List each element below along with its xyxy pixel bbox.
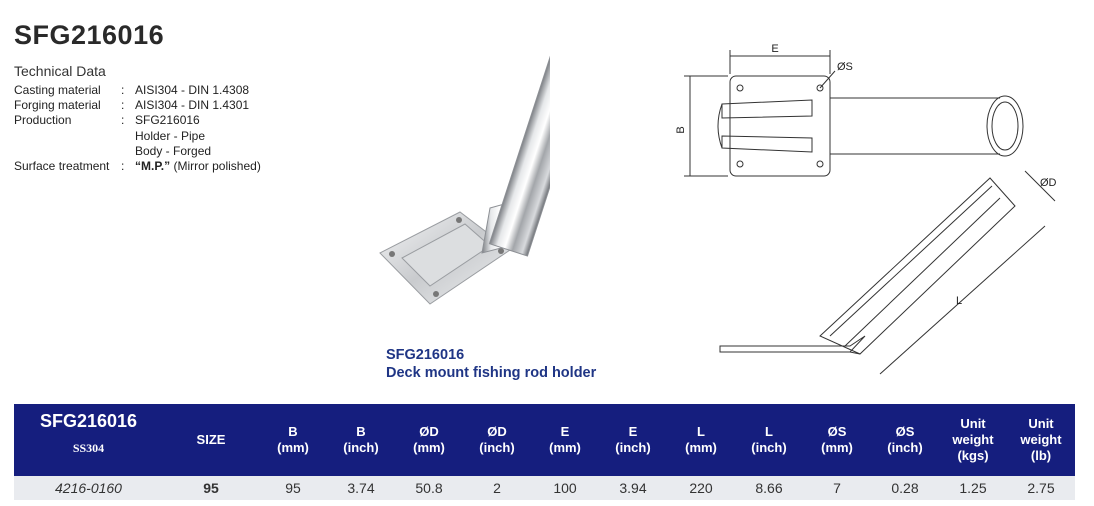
header-e-mm: E(mm) [531,404,599,476]
spec-value: Body - Forged [135,143,212,158]
cell-s-mm: 7 [803,476,871,500]
dim-label-b: B [675,126,687,133]
spec-row-surface: Surface treatment : “M.P.” (Mirror polis… [14,159,261,174]
cell-l-mm: 220 [667,476,735,500]
spec-row-forging: Forging material : AISI304 - DIN 1.4301 [14,98,250,113]
product-title: SFG216016 [14,20,165,50]
spec-value: SFG216016 [135,113,200,128]
dim-label-l: L [956,295,962,307]
spec-table: SFG216016 SS304 SIZE B(mm) B(inch) ØD(mm… [14,404,1075,500]
cell-e-inch: 3.94 [599,476,667,500]
caption-code: SFG216016 [386,347,465,363]
spec-label: Forging material [14,98,101,113]
spec-row-production: Production : SFG216016 Holder - Pipe Bod… [14,113,212,158]
cell-weight-kgs: 1.25 [939,476,1007,500]
cell-article-code: 4216-0160 [14,476,163,500]
cell-b-mm: 95 [259,476,327,500]
spec-label: Production [14,113,72,128]
spec-value: Holder - Pipe [135,128,206,143]
dim-label-s: ØS [837,61,853,73]
header-size: SIZE [163,404,259,476]
header-l-mm: L(mm) [667,404,735,476]
dim-label-d: ØD [1040,177,1057,189]
technical-data-heading: Technical Data [14,63,106,79]
spec-row-casting: Casting material : AISI304 - DIN 1.4308 [14,83,250,97]
cell-l-inch: 8.66 [735,476,803,500]
spec-label: Casting material [14,83,101,97]
header-s-inch: ØS(inch) [871,404,939,476]
caption-description: Deck mount fishing rod holder [386,365,597,381]
dim-label-e: E [771,43,778,55]
cell-weight-lb: 2.75 [1007,476,1075,500]
cell-size: 95 [163,476,259,500]
spec-value-bold: “M.P.” [135,159,171,174]
header-l-inch: L(inch) [735,404,803,476]
cell-d-inch: 2 [463,476,531,500]
header-b-inch: B(inch) [327,404,395,476]
header-s-mm: ØS(mm) [803,404,871,476]
header-b-mm: B(mm) [259,404,327,476]
technical-drawing: E ØS B ØD L [675,43,1057,375]
spec-value: AISI304 - DIN 1.4301 [135,98,250,113]
spec-list: Casting material : AISI304 - DIN 1.4308 … [14,83,261,174]
header-model: SFG216016 SS304 [14,404,163,476]
product-caption: SFG216016 Deck mount fishing rod holder [386,346,596,382]
cell-e-mm: 100 [531,476,599,500]
spec-value: AISI304 - DIN 1.4308 [135,83,250,97]
table-header-row: SFG216016 SS304 SIZE B(mm) B(inch) ØD(mm… [14,404,1075,476]
header-d-mm: ØD(mm) [395,404,463,476]
cell-s-inch: 0.28 [871,476,939,500]
spec-value: (Mirror polished) [170,159,261,174]
header-e-inch: E(inch) [599,404,667,476]
cell-d-mm: 50.8 [395,476,463,500]
table-row: 4216-0160 95 95 3.74 50.8 2 100 3.94 220… [14,476,1075,500]
product-photo [379,24,550,305]
cell-b-inch: 3.74 [327,476,395,500]
header-d-inch: ØD(inch) [463,404,531,476]
spec-label: Surface treatment [14,159,110,174]
